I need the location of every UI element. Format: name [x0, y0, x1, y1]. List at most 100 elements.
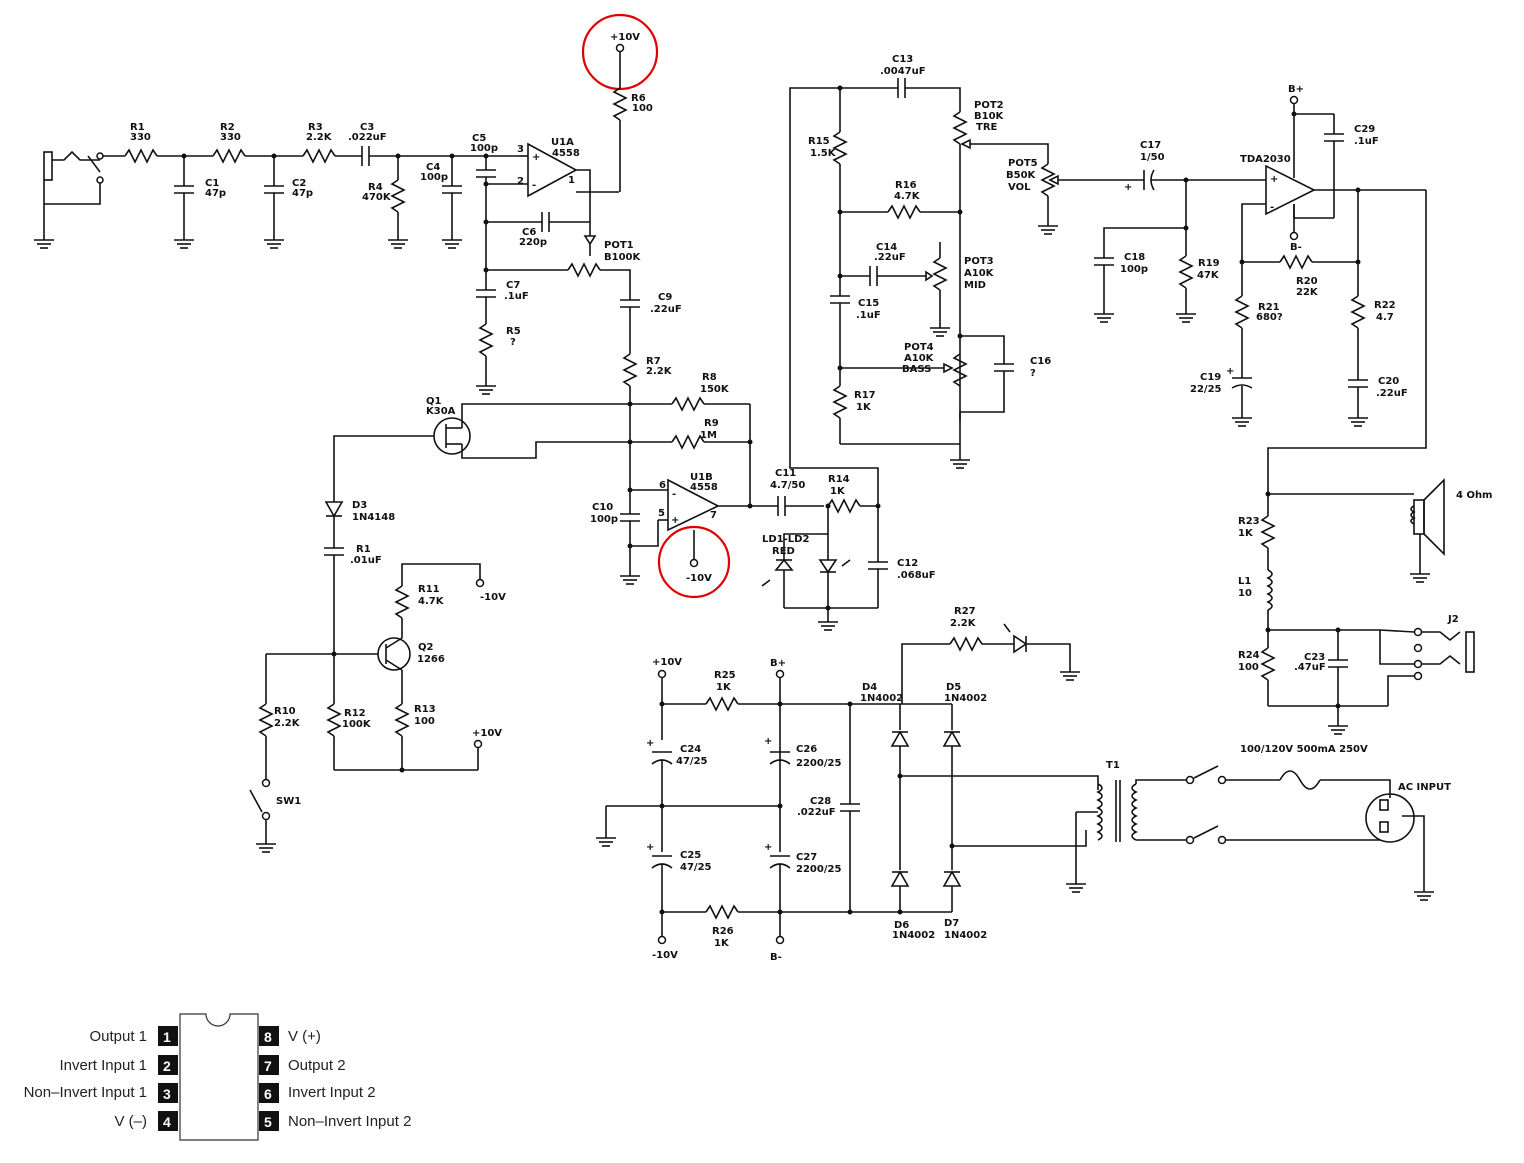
capacitor-c24: + C24 47/25 [646, 738, 708, 852]
svg-text:R4: R4 [368, 182, 383, 193]
svg-text:R1: R1 [356, 544, 371, 555]
resistor-r12: R12 100K [326, 654, 372, 770]
svg-text:330: 330 [220, 132, 241, 143]
svg-text:10: 10 [1238, 588, 1252, 599]
resistor-r17: R17 1K [832, 385, 876, 444]
svg-text:100: 100 [632, 103, 653, 114]
svg-text:+10V: +10V [652, 657, 682, 668]
capacitor-c27: + C27 2200/25 [764, 842, 841, 936]
svg-text:.022uF: .022uF [348, 132, 387, 143]
svg-text:POT3: POT3 [964, 256, 994, 267]
svg-text:-: - [672, 489, 676, 500]
svg-text:R12: R12 [344, 708, 366, 719]
capacitor-c12: C12 .068uF [868, 506, 936, 608]
svg-text:+: + [646, 738, 654, 749]
capacitor-c18: C18 100p [1093, 252, 1148, 323]
svg-text:U1A: U1A [551, 137, 574, 148]
svg-text:4.7K: 4.7K [418, 596, 445, 607]
svg-text:R8: R8 [702, 372, 717, 383]
opamp-u1a: + - 3 2 1 U1A 4558 [517, 137, 580, 198]
svg-text:.22uF: .22uF [650, 304, 682, 315]
svg-text:R23: R23 [1238, 516, 1260, 527]
capacitor-c16: C16 ? [960, 356, 1051, 413]
led-power [982, 623, 1081, 681]
resistor-r26: R26 1K [705, 904, 739, 949]
svg-text:220p: 220p [519, 237, 547, 248]
svg-text:-: - [1270, 202, 1274, 213]
resistor-r6: R6 100 [612, 87, 653, 121]
svg-text:1N4002: 1N4002 [944, 693, 987, 704]
svg-text:+: + [764, 736, 772, 747]
led-ld1-ld2: LD1-LD2 RED [761, 506, 851, 608]
potentiometer-pot1: POT1 B100K [567, 240, 641, 278]
resistor-r24: R24 100 [1238, 647, 1276, 706]
svg-text:2.2K: 2.2K [646, 366, 673, 377]
svg-text:C29: C29 [1354, 124, 1375, 135]
svg-text:.0047uF: .0047uF [880, 66, 926, 77]
potentiometer-pot3: POT3 A10K MID [929, 242, 995, 337]
svg-text:+: + [1226, 366, 1234, 377]
svg-text:1N4002: 1N4002 [944, 930, 987, 941]
capacitor-c17: + C17 1/50 [1124, 140, 1165, 193]
svg-text:TRE: TRE [976, 122, 998, 133]
output-jack-j2: J2 [1379, 614, 1475, 706]
svg-text:2.2K: 2.2K [950, 618, 977, 629]
svg-text:R13: R13 [414, 704, 436, 715]
svg-text:-10V: -10V [686, 573, 712, 584]
svg-text:+: + [764, 842, 772, 853]
resistor-r20: R20 22K [1279, 254, 1319, 298]
svg-text:100p: 100p [590, 514, 618, 525]
svg-text:POT1: POT1 [604, 240, 634, 251]
capacitor-c7: C7 .1uF [476, 270, 529, 302]
svg-text:4.7/50: 4.7/50 [770, 480, 805, 491]
svg-text:-10V: -10V [652, 950, 678, 961]
svg-text:POT4: POT4 [904, 342, 934, 353]
capacitor-c20: C20 .22uF [1347, 376, 1408, 427]
svg-text:A10K: A10K [964, 268, 995, 279]
svg-text:Invert Input 1: Invert Input 1 [59, 1057, 147, 1074]
svg-text:A10K: A10K [904, 353, 935, 364]
svg-text:C13: C13 [892, 54, 913, 65]
svg-text:Non–Invert Input 2: Non–Invert Input 2 [288, 1113, 411, 1130]
svg-text:7: 7 [710, 510, 717, 521]
fuse: 100/120V 500mA 250V [1240, 744, 1368, 790]
svg-text:1266: 1266 [417, 654, 445, 665]
pin-6: 6 Invert Input 2 [259, 1083, 376, 1103]
svg-text:C4: C4 [426, 162, 440, 173]
capacitor-c15: C15 .1uF [830, 295, 881, 386]
svg-text:J2: J2 [1447, 614, 1459, 625]
capacitor-c6: C6 220p [486, 212, 590, 248]
svg-text:U1B: U1B [690, 472, 713, 483]
svg-text:POT2: POT2 [974, 100, 1004, 111]
svg-text:D3: D3 [352, 500, 367, 511]
svg-text:B100K: B100K [604, 252, 641, 263]
svg-text:1/50: 1/50 [1140, 152, 1165, 163]
svg-text:2: 2 [517, 176, 524, 187]
svg-text:+10V: +10V [610, 32, 640, 43]
capacitor-c19: + C19 22/25 [1190, 366, 1253, 427]
svg-text:.01uF: .01uF [350, 555, 382, 566]
svg-text:4558: 4558 [690, 482, 718, 493]
resistor-r15: R15 1.5K [808, 88, 848, 296]
svg-text:1M: 1M [700, 430, 717, 441]
svg-text:4558: 4558 [552, 148, 580, 159]
svg-text:2200/25: 2200/25 [796, 864, 841, 875]
svg-text:6: 6 [264, 1086, 272, 1102]
capacitor-c25: + C25 47/25 [646, 842, 712, 936]
ac-input-plug: AC INPUT [1365, 782, 1451, 901]
transistor-q1: Q1 K30A [426, 396, 471, 455]
svg-text:C20: C20 [1378, 376, 1399, 387]
svg-text:100: 100 [414, 716, 435, 727]
svg-text:R6: R6 [631, 93, 646, 104]
svg-text:1: 1 [163, 1029, 171, 1045]
svg-text:+: + [1270, 174, 1278, 185]
svg-text:Non–Invert Input 1: Non–Invert Input 1 [24, 1084, 147, 1101]
svg-text:1K: 1K [716, 682, 732, 693]
svg-text:1N4148: 1N4148 [352, 512, 395, 523]
svg-text:C7: C7 [506, 280, 520, 291]
svg-text:C1: C1 [205, 178, 219, 189]
resistor-r1: R1 330 [124, 122, 158, 164]
svg-text:4: 4 [163, 1114, 171, 1130]
svg-text:POT5: POT5 [1008, 158, 1038, 169]
